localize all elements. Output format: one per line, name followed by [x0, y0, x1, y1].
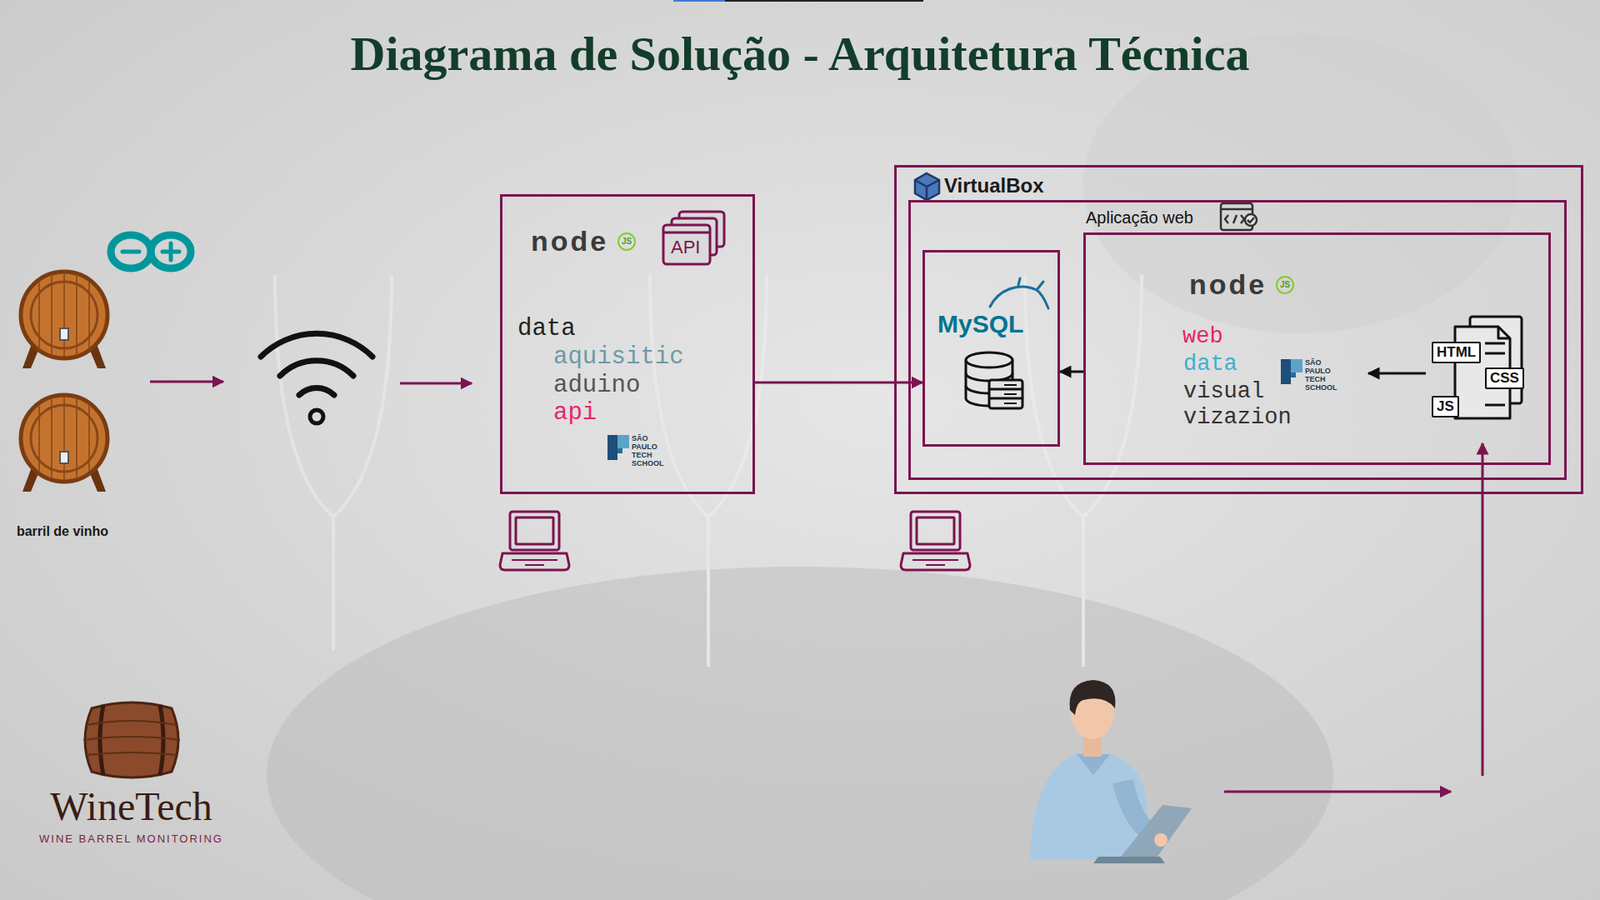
- api-icon: [663, 211, 725, 265]
- node-app-box: nodeJSwebdatavisualvizazionSÃO PAULO TEC…: [1083, 232, 1551, 465]
- school-logo-text: SÃO PAULO TECH SCHOOL: [631, 434, 665, 468]
- mysql-logo-text: MySQL: [937, 310, 1024, 339]
- brand-name: WineTech: [16, 783, 246, 830]
- wine-barrel: [20, 271, 108, 492]
- box-heading: Aplicação web: [1085, 207, 1194, 228]
- top-bar: [673, 0, 924, 2]
- school-logo-text: SÃO PAULO TECH SCHOOL: [1305, 358, 1338, 392]
- box-heading: VirtualBox: [944, 174, 1045, 198]
- module-text: api: [553, 400, 597, 427]
- flow-connector: [1060, 370, 1084, 374]
- frontend-icon: HTMLCSS JS: [1428, 316, 1541, 421]
- module-text: visual: [1183, 379, 1265, 405]
- laptop-icon: [500, 511, 970, 570]
- tech-tag: CSS: [1485, 367, 1525, 390]
- node-logo-text: node: [530, 225, 609, 257]
- virtualbox-icon: [915, 173, 940, 200]
- module-text: data: [1183, 351, 1238, 377]
- js-badge: JS: [1275, 275, 1295, 295]
- winetech-logo: [83, 702, 180, 778]
- flow-arrow: [1368, 372, 1426, 375]
- tech-tag: JS: [1431, 395, 1460, 418]
- user-figure: [1030, 680, 1192, 864]
- module-text: aquisitic: [553, 344, 685, 371]
- code-window-icon: [1220, 203, 1257, 230]
- flow-arrow: [150, 381, 472, 384]
- node-logo-text: node: [1189, 268, 1267, 300]
- background-decor: [266, 33, 1517, 900]
- tech-tag: HTML: [1431, 341, 1481, 364]
- module-text: vizazion: [1183, 405, 1292, 430]
- virtualbox-box: VirtualBoxAplicação webMySQLnodeJSwebdat…: [894, 165, 1584, 495]
- barrel-label: barril de vinho: [4, 523, 121, 540]
- flow-connector: [755, 381, 923, 385]
- web-app-box: Aplicação webMySQLnodeJSwebdatavisualviz…: [908, 200, 1567, 480]
- module-text: web: [1182, 324, 1224, 350]
- api-server-box: node JS API dataaquisiticaduinoapiSÃO PAULO…: [500, 194, 755, 495]
- brand-tagline: WINE BARREL MONITORING: [16, 832, 246, 846]
- module-text: data: [517, 315, 576, 343]
- module-text: aduino: [553, 372, 640, 400]
- diagram-title: Diagrama de Solução - Arquitetura Técnic…: [0, 25, 1600, 84]
- database-box: MySQL: [922, 250, 1060, 447]
- mysql-dolphin: [990, 278, 1049, 309]
- wifi-symbol: [260, 333, 373, 424]
- database-icon: [965, 352, 1023, 409]
- user-arrow: [1224, 443, 1483, 792]
- arduino-logo: [110, 235, 191, 269]
- js-badge: JS: [617, 232, 636, 251]
- api-icon-text: API: [670, 236, 700, 259]
